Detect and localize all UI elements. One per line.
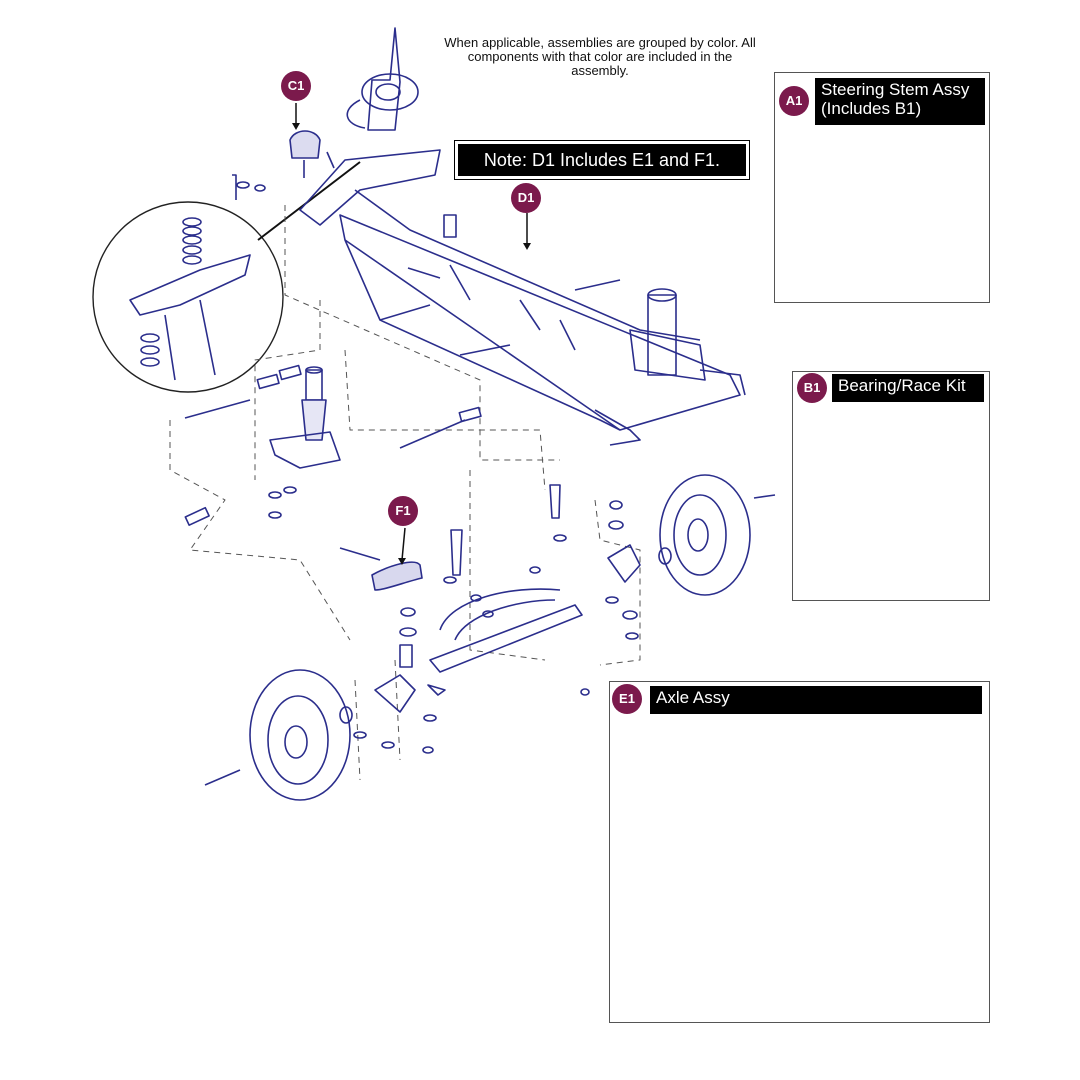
d1-arrowhead xyxy=(523,243,531,250)
left-wheel xyxy=(249,669,353,801)
panel-b1-bearing-kit xyxy=(792,371,990,601)
right-wheel xyxy=(658,474,751,596)
hardware-washers xyxy=(236,181,639,754)
callout-f1[interactable]: F1 xyxy=(388,496,418,526)
panel-a1-subtitle: (Includes B1) xyxy=(821,99,922,118)
bolts xyxy=(204,174,776,786)
steering-column xyxy=(346,27,419,131)
assembly-color-note: When applicable, assemblies are grouped … xyxy=(444,35,756,78)
panel-e1-axle-assy xyxy=(609,681,990,1023)
panel-a1-header: Steering Stem Assy (Includes B1) xyxy=(815,78,985,125)
callout-b1[interactable]: B1 xyxy=(797,373,827,403)
assembly-guide-lines xyxy=(169,205,641,781)
panel-a1-title: Steering Stem Assy xyxy=(821,80,970,99)
bearing-detail-circle xyxy=(92,161,361,393)
steering-stem-part xyxy=(184,364,482,526)
callout-a1[interactable]: A1 xyxy=(779,86,809,116)
front-axle xyxy=(374,544,641,713)
f1-shroud-part xyxy=(371,561,423,591)
c1-cover-part xyxy=(289,130,335,178)
callout-e1[interactable]: E1 xyxy=(612,684,642,714)
f1-arrowhead xyxy=(398,558,406,565)
panel-b1-header: Bearing/Race Kit xyxy=(832,374,984,402)
callout-d1[interactable]: D1 xyxy=(511,183,541,213)
main-frame xyxy=(299,149,746,446)
panel-e1-header: Axle Assy xyxy=(650,686,982,714)
c1-arrowhead xyxy=(292,123,300,130)
f1-pointer xyxy=(401,527,406,561)
d1-includes-note-text: Note: D1 Includes E1 and F1. xyxy=(458,144,746,176)
callout-c1[interactable]: C1 xyxy=(281,71,311,101)
d1-includes-note: Note: D1 Includes E1 and F1. xyxy=(454,140,750,180)
